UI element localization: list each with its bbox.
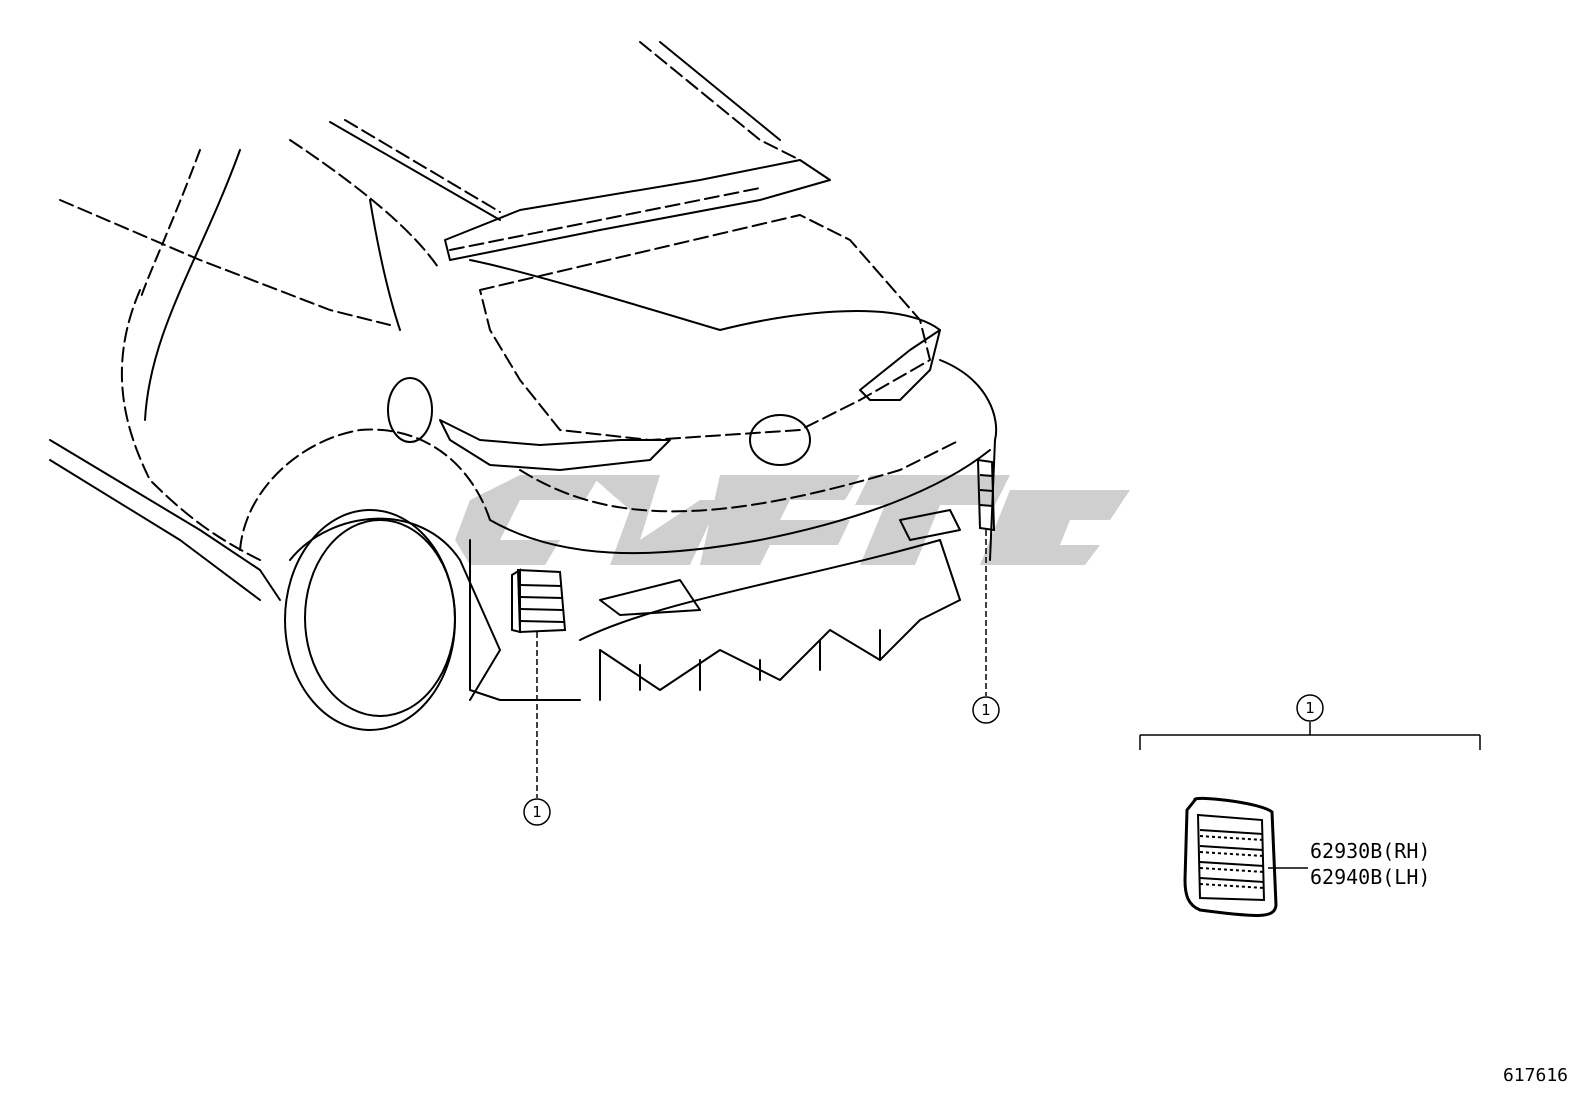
bumper-vent-right	[976, 458, 996, 532]
diagram-id: 617616	[1503, 1065, 1568, 1086]
vehicle-outline	[49, 41, 998, 731]
callout-1-left: 1	[523, 798, 551, 826]
callout-number: 1	[532, 803, 542, 821]
callout-1-detail: 1	[1296, 694, 1324, 722]
callout-number: 1	[981, 701, 991, 719]
part-number-rh: 62930B(RH)	[1310, 839, 1430, 863]
vent-detail-drawing	[1183, 796, 1278, 917]
part-number-lh: 62940B(LH)	[1310, 865, 1430, 889]
bumper-vent-left	[511, 568, 567, 634]
callout-1-right: 1	[972, 696, 1000, 724]
callout-number: 1	[1305, 699, 1315, 717]
